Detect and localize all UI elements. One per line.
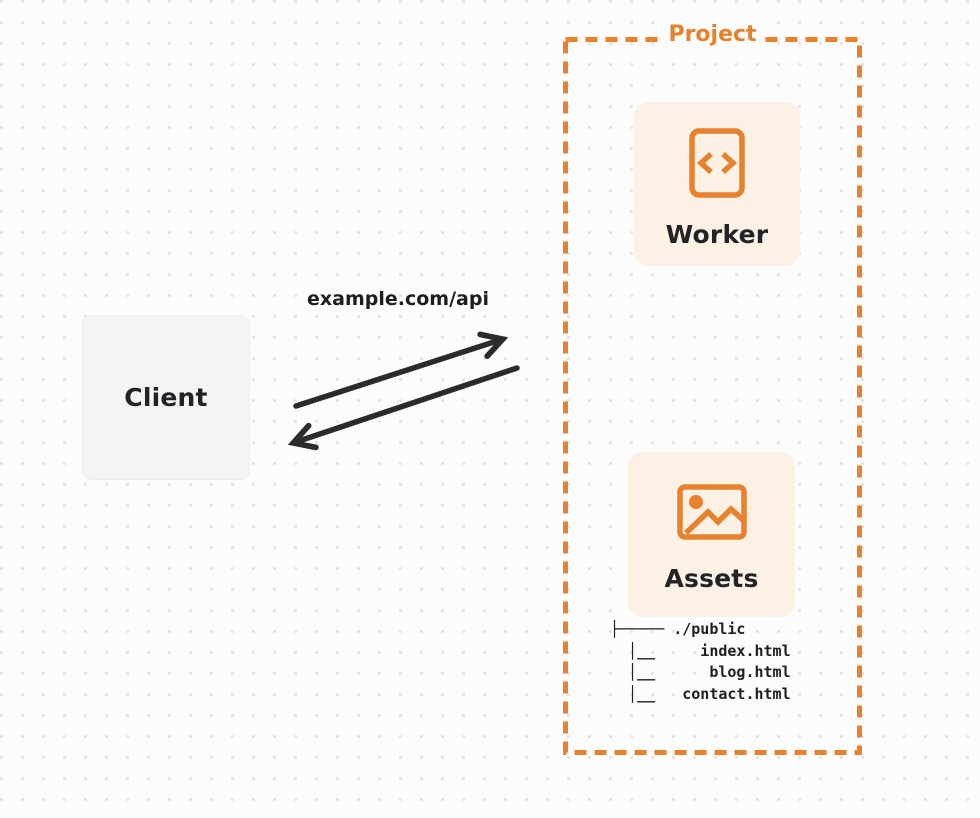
project-container: Project Worker Assets [563, 20, 862, 755]
request-url-label: example.com/api [307, 288, 489, 310]
assets-node: Assets [628, 452, 795, 617]
request-arrow [293, 331, 509, 409]
image-icon [676, 484, 747, 544]
worker-node: Worker [634, 102, 800, 266]
project-title: Project [662, 20, 763, 50]
client-node: Client [82, 315, 250, 480]
worker-label: Worker [665, 220, 769, 249]
response-arrow [287, 365, 520, 451]
code-file-icon [689, 128, 745, 202]
assets-file-tree: ├───── ./public │__ index.html │__ blog.… [610, 620, 791, 703]
client-label: Client [124, 383, 208, 412]
assets-label: Assets [664, 564, 759, 593]
